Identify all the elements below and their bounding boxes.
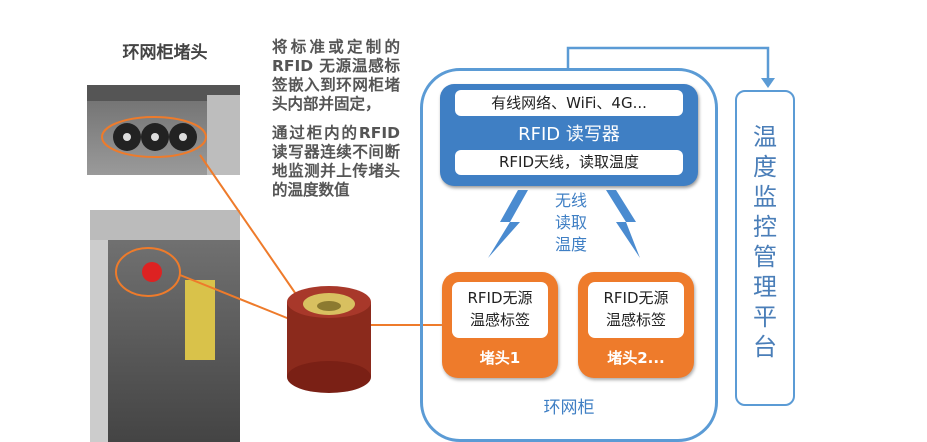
platform-char: 台 — [753, 333, 777, 361]
platform-char: 监 — [753, 183, 777, 211]
wireless-line: 读取 — [554, 213, 587, 232]
platform-char: 理 — [753, 273, 777, 301]
photo-title: 环网柜堵头 — [122, 43, 208, 63]
cabinet-label: 环网柜 — [543, 398, 595, 418]
platform-char: 管 — [753, 243, 777, 271]
platform-label: 温 度 监 控 管 理 平 台 — [737, 92, 793, 362]
ring-main-unit-box — [420, 68, 718, 442]
rfid-reader-box: 有线网络、WiFi、4G... RFID 读写器 RFID天线，读取温度 — [440, 84, 698, 186]
tag-text: RFID无源温感标签 — [588, 282, 684, 338]
tag-label: 堵头2... — [607, 349, 665, 367]
sensor-tag-1: RFID无源温感标签 堵头1 — [442, 272, 558, 378]
plug-cap-image — [287, 286, 371, 393]
wireless-line: 温度 — [554, 235, 587, 254]
antenna-strip: RFID天线，读取温度 — [455, 150, 683, 175]
tag-line: RFID无源 — [467, 289, 533, 307]
description-2: 通过柜内的RFID读写器连续不间断地监测并上传堵头的温度数值 — [272, 124, 400, 199]
tag-line: 温感标签 — [605, 311, 666, 329]
tag-line: RFID无源 — [603, 289, 669, 307]
tag-line: 温感标签 — [469, 311, 530, 329]
description: 将标准或定制的 RFID 无源温感标签嵌入到环网柜堵头内部并固定， 通过柜内的R… — [272, 38, 400, 210]
platform-char: 度 — [753, 153, 777, 181]
wireless-line: 无线 — [554, 191, 587, 210]
wireless-label: 无线 读取 温度 — [546, 190, 596, 256]
platform-char: 温 — [753, 123, 777, 151]
platform-char: 控 — [753, 213, 777, 241]
sensor-tag-2: RFID无源温感标签 堵头2... — [578, 272, 694, 378]
platform-char: 平 — [753, 303, 777, 331]
photo-cable-plugs — [87, 85, 240, 175]
photo-cabinet-inside — [90, 210, 240, 442]
monitoring-platform-box: 温 度 监 控 管 理 平 台 — [735, 90, 795, 406]
tag-label: 堵头1 — [479, 349, 521, 367]
network-strip: 有线网络、WiFi、4G... — [455, 90, 683, 116]
description-1: 将标准或定制的 RFID 无源温感标签嵌入到环网柜堵头内部并固定， — [272, 38, 400, 113]
reader-title: RFID 读写器 — [518, 124, 620, 145]
tag-text: RFID无源温感标签 — [452, 282, 548, 338]
